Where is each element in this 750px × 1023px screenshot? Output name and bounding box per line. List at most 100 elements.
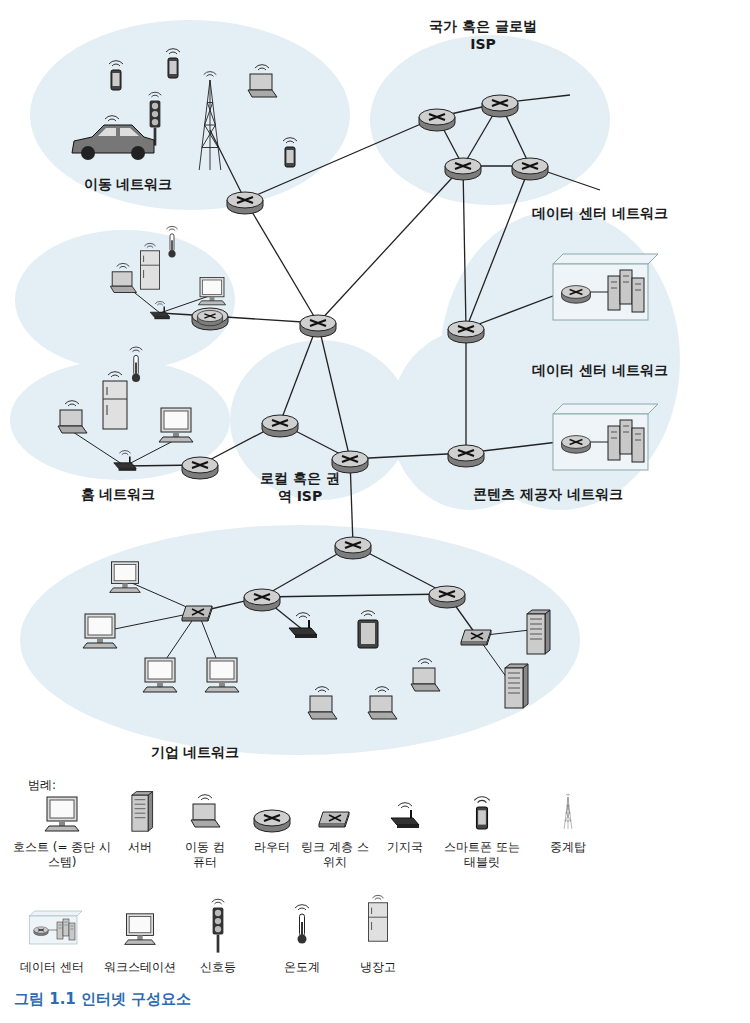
workstation-icon [198, 278, 225, 305]
network-label: 국가 혹은 글로벌 ISP [428, 18, 538, 53]
legend-text: 신호등 [190, 960, 246, 975]
router-icon [192, 308, 228, 330]
network-label: 로컬 혹은 권역 ISP [260, 470, 340, 505]
router-icon [332, 451, 368, 473]
legend-text: 링크 계층 스위치 [299, 840, 371, 870]
workstation-icon [83, 614, 117, 648]
thermometer-icon [295, 905, 309, 944]
switch-icon [461, 630, 491, 645]
phone-icon [109, 61, 123, 90]
legend-text: 중계탑 [540, 840, 596, 855]
router-icon [227, 192, 263, 214]
network-label: 기업 네트워크 [125, 744, 265, 762]
legend-text: 호스트 (= 종단 시스템) [12, 840, 112, 870]
tower-icon [564, 794, 572, 829]
network-link [466, 166, 530, 329]
router-icon [197, 310, 222, 325]
network-label: 홈 네트워크 [58, 486, 178, 504]
legend-text: 온도계 [274, 960, 330, 975]
phone-icon [166, 49, 180, 78]
network-link [463, 166, 466, 329]
fridge-icon [140, 243, 159, 289]
data-center-icon [553, 404, 658, 470]
network-region [370, 35, 610, 205]
workstation-icon [159, 408, 193, 442]
legend-text: 데이터 센터 [12, 960, 92, 975]
fridge-icon [103, 372, 127, 429]
network-label: 콘텐츠 제공자 네트워크 [458, 486, 638, 504]
laptop-icon [110, 263, 136, 292]
network-region [10, 360, 230, 480]
workstation-icon [205, 658, 239, 692]
router-icon [419, 109, 455, 131]
car-icon [72, 116, 154, 160]
router-icon [429, 586, 465, 608]
base-station-icon [114, 451, 136, 471]
router-icon [182, 457, 218, 479]
network-link [262, 594, 447, 597]
switch-icon [319, 812, 349, 827]
server-icon [505, 664, 528, 708]
laptop-icon [368, 687, 397, 719]
tablet-icon [358, 611, 378, 648]
legend-text: 라우터 [244, 840, 300, 855]
router-icon [448, 445, 484, 467]
switch-icon [182, 606, 212, 621]
network-link [245, 200, 318, 323]
laptop-icon [308, 687, 337, 719]
network-region [15, 230, 235, 370]
workstation-icon [125, 914, 156, 945]
base-station-icon [150, 301, 170, 319]
laptop-icon [248, 65, 277, 97]
laptop-icon [191, 795, 220, 827]
network-link [210, 130, 245, 200]
host-wire [70, 430, 125, 466]
network-link [318, 323, 350, 459]
phone-icon [283, 138, 297, 167]
network-link [245, 117, 437, 200]
host-wire [125, 440, 175, 466]
thermometer-icon [166, 226, 177, 257]
network-label: 이동 네트워크 [63, 176, 193, 194]
workstation-icon [110, 562, 141, 593]
network-region [20, 525, 580, 755]
thermometer-icon [130, 347, 143, 382]
legend-text: 스마트폰 또는 태블릿 [439, 840, 525, 870]
server-icon [527, 610, 550, 654]
router-icon [300, 315, 336, 337]
data-center-icon [553, 254, 658, 320]
network-link [280, 323, 318, 423]
laptop-icon [58, 401, 87, 433]
router-icon [262, 415, 298, 437]
laptop-icon [411, 659, 440, 691]
traffic-light-icon [149, 92, 162, 145]
router-icon [512, 158, 548, 180]
router-icon [254, 810, 290, 832]
network-label: 데이터 센터 네트워크 [515, 205, 685, 223]
figure-caption: 그림 1.1 인터넷 구성요소 [14, 990, 191, 1009]
legend-text: 이동 컴퓨터 [180, 840, 230, 870]
network-region [30, 20, 350, 210]
legend-text: 워크스테이션 [95, 960, 185, 975]
legend-text: 냉장고 [350, 960, 406, 975]
router-icon [448, 321, 484, 343]
network-region [390, 330, 550, 510]
router-icon [335, 537, 371, 559]
traffic-light-icon [212, 899, 225, 952]
phone-icon [474, 797, 489, 829]
workstation-icon [143, 658, 177, 692]
base-station-icon [391, 803, 419, 828]
network-link [318, 166, 463, 323]
legend-heading: 범례: [12, 778, 72, 793]
router-icon [244, 589, 280, 611]
tower-icon [199, 72, 221, 170]
router-icon [445, 158, 481, 180]
server-icon [132, 792, 153, 832]
workstation-icon [45, 797, 79, 831]
network-label: 데이터 센터 네트워크 [515, 362, 685, 380]
data-center-icon [30, 911, 83, 944]
fridge-icon [368, 895, 387, 941]
